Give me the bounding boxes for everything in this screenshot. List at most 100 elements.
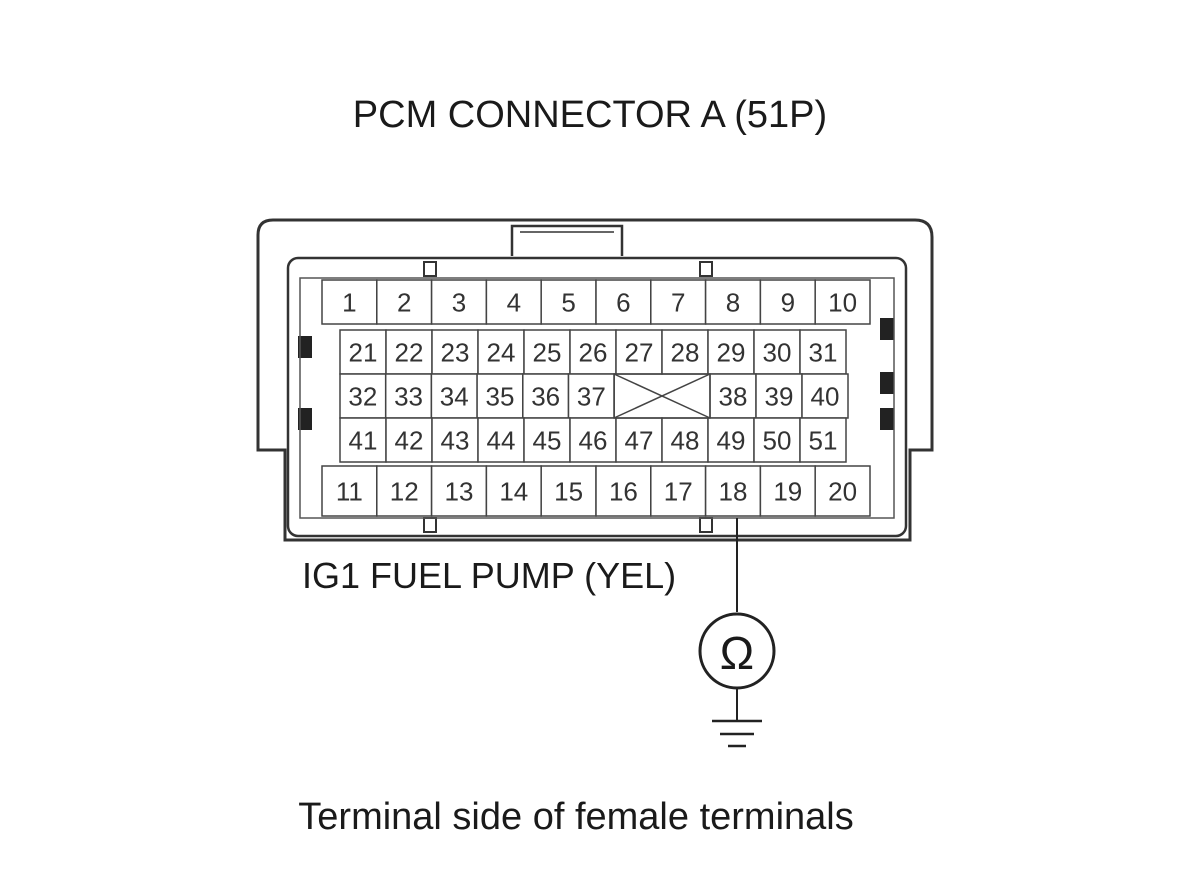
terminal-cavity (540, 465, 597, 517)
terminal-number: 22 (395, 337, 424, 367)
terminal-34: 34 (430, 373, 478, 419)
terminal-37: 37 (567, 373, 615, 419)
terminal-number: 11 (336, 476, 363, 506)
terminal-5: 5 (540, 279, 597, 325)
terminal-cavity (707, 417, 755, 463)
terminal-cavity (759, 279, 816, 325)
terminal-cavity (661, 329, 709, 375)
terminal-8: 8 (704, 279, 762, 325)
terminal-cavity (477, 329, 525, 375)
terminal-number: 39 (765, 381, 794, 411)
terminal-50: 50 (753, 417, 801, 463)
terminal-cavity (385, 417, 433, 463)
terminal-cavity (799, 417, 847, 463)
terminal-number: 33 (394, 381, 423, 411)
terminal-33: 33 (384, 373, 433, 419)
terminal-30: 30 (753, 329, 801, 375)
terminal-45: 45 (523, 417, 571, 463)
terminal-20: 20 (814, 465, 871, 517)
terminal-number: 21 (349, 337, 378, 367)
terminal-number: 48 (671, 425, 700, 455)
terminal-cavity (615, 329, 663, 375)
terminal-10: 10 (814, 279, 871, 325)
terminal-number: 2 (397, 287, 411, 317)
terminal-number: 7 (671, 287, 685, 317)
terminal-number: 41 (349, 425, 378, 455)
terminal-number: 31 (809, 337, 838, 367)
terminal-cavity (339, 329, 387, 375)
terminal-number: 12 (390, 476, 419, 506)
terminal-number: 45 (533, 425, 562, 455)
terminal-cavity (595, 465, 652, 517)
terminal-number: 5 (561, 287, 575, 317)
terminal-46: 46 (569, 417, 617, 463)
ground-icon (712, 719, 762, 748)
terminal-cavity (485, 465, 542, 517)
terminal-2: 2 (376, 279, 433, 325)
terminal-number: 30 (763, 337, 792, 367)
terminal-cavity (704, 279, 762, 325)
terminal-26: 26 (569, 329, 617, 375)
terminal-number: 1 (342, 287, 356, 317)
terminal-16: 16 (595, 465, 652, 517)
terminal-cavity (321, 465, 378, 517)
terminal-number: 8 (726, 287, 740, 317)
locking-tab (510, 224, 624, 256)
terminal-number: 36 (531, 381, 560, 411)
terminal-42: 42 (385, 417, 433, 463)
terminal-cavity (567, 373, 615, 419)
terminal-39: 39 (755, 373, 803, 419)
terminal-17: 17 (650, 465, 707, 517)
terminal-number: 14 (499, 476, 528, 506)
terminal-15: 15 (540, 465, 597, 517)
terminal-38: 38 (709, 373, 757, 419)
terminal-cavity (755, 373, 803, 419)
connector-inner-housing (286, 256, 908, 538)
terminal-number: 3 (452, 287, 466, 317)
terminal-number: 49 (717, 425, 746, 455)
terminal-number: 34 (440, 381, 469, 411)
terminal-cavity (661, 417, 709, 463)
terminal-cavity (814, 279, 871, 325)
terminal-cavity (430, 465, 488, 517)
terminal-number: 19 (773, 476, 802, 506)
diagram-title: PCM CONNECTOR A (51P) (353, 94, 827, 136)
ohmmeter-icon: Ω (698, 612, 776, 690)
terminal-cavity (376, 465, 433, 517)
terminal-number: 10 (828, 287, 857, 317)
terminal-number: 27 (625, 337, 654, 367)
terminal-cavity (753, 329, 801, 375)
terminal-3: 3 (430, 279, 488, 325)
terminal-frame (299, 277, 895, 519)
terminal-number: 16 (609, 476, 638, 506)
diagram-caption: Terminal side of female terminals (298, 796, 853, 838)
terminal-number: 29 (717, 337, 746, 367)
terminal-number: 32 (348, 381, 377, 411)
terminal-number: 25 (533, 337, 562, 367)
terminal-number: 43 (441, 425, 470, 455)
terminal-cavity (339, 417, 387, 463)
terminal-cavity (704, 465, 762, 517)
terminal-number: 28 (671, 337, 700, 367)
terminal-number: 6 (616, 287, 630, 317)
terminal-18: 18 (704, 465, 762, 517)
terminal-1: 1 (321, 279, 378, 325)
blank-cavity (613, 373, 711, 419)
terminal-number: 38 (719, 381, 748, 411)
terminal-number: 37 (577, 381, 606, 411)
terminal-24: 24 (477, 329, 525, 375)
terminal-21: 21 (339, 329, 387, 375)
terminal-number: 9 (781, 287, 795, 317)
terminal-4: 4 (485, 279, 542, 325)
terminal-number: 20 (828, 476, 857, 506)
terminal-28: 28 (661, 329, 709, 375)
terminal-cavity (522, 373, 570, 419)
terminal-number: 26 (579, 337, 608, 367)
terminal-49: 49 (707, 417, 755, 463)
terminal-cavity (384, 373, 433, 419)
terminal-number: 17 (664, 476, 693, 506)
terminal-cavity (615, 417, 663, 463)
terminal-6: 6 (595, 279, 652, 325)
terminal-number: 35 (485, 381, 514, 411)
